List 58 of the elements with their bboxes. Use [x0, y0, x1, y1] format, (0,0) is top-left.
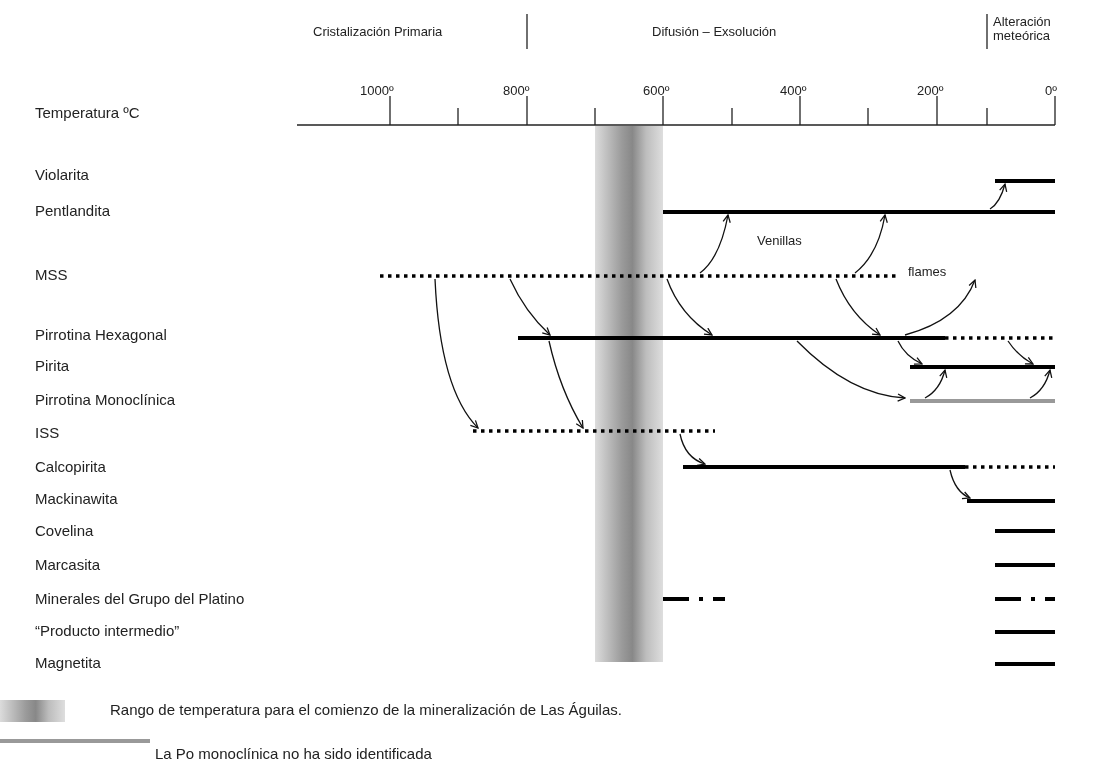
mineral-name: Covelina [35, 522, 94, 539]
mineral-name: Pirita [35, 357, 70, 374]
range-bar [995, 562, 1055, 568]
phase-title: Difusión – Exsolución [652, 23, 777, 40]
arrow [854, 214, 888, 274]
mineral-name: Magnetita [35, 654, 101, 671]
mineral-name: Minerales del Grupo del Platino [35, 590, 245, 607]
mineral-name: ISS [35, 424, 60, 441]
range-bar [995, 178, 1055, 184]
arrow [835, 278, 881, 336]
mineral-name: Marcasita [35, 556, 101, 573]
arrow [434, 278, 479, 429]
arrow [1007, 340, 1034, 365]
phase-title: Alteración meteórica [993, 15, 1052, 43]
legend-text: La Po monoclínica no ha sido identificada [155, 745, 432, 762]
arrow [1029, 369, 1053, 399]
tick-label: 800º [503, 82, 530, 99]
mineral-name: Pirrotina Monoclínica [35, 391, 176, 408]
mineral-name: Mackinawita [35, 490, 118, 507]
arrow [904, 279, 977, 336]
text-label: Venillas [757, 232, 802, 249]
arrow [897, 340, 923, 365]
range-bar [518, 335, 1055, 341]
arrow [699, 214, 731, 274]
mineral-name: MSS [35, 266, 68, 283]
arrow [796, 340, 906, 402]
range-bar [967, 498, 1055, 504]
mineral-name: Pentlandita [35, 202, 111, 219]
tick-label: 0º [1045, 82, 1057, 99]
text-label: flames [908, 263, 947, 280]
arrow [989, 183, 1008, 210]
range-bar [995, 629, 1055, 635]
arrow [949, 469, 971, 499]
mineral-name: Calcopirita [35, 458, 106, 475]
mineral-name: Pirrotina Hexagonal [35, 326, 167, 343]
range-bar [473, 428, 715, 434]
tick-label: 200º [917, 82, 944, 99]
mineral-name: Violarita [35, 166, 89, 183]
range-bar [995, 661, 1055, 667]
range-bar [910, 398, 1055, 404]
arrow [666, 278, 713, 336]
range-bar [995, 596, 1055, 602]
phase-title: Cristalización Primaria [313, 23, 443, 40]
mineral-name: “Producto intermedio” [35, 622, 180, 639]
range-bar [910, 364, 1055, 370]
tick-label: 600º [643, 82, 670, 99]
arrow [679, 433, 706, 466]
tick-label: 1000º [360, 82, 394, 99]
arrow [924, 369, 948, 399]
range-bar [683, 464, 1055, 470]
tick-label: 400º [780, 82, 807, 99]
arrow [509, 278, 551, 336]
axis-title: Temperatura ºC [35, 104, 140, 121]
legend-text: Rango de temperatura para el comienzo de la mineralización de Las Águilas. [110, 701, 622, 718]
temperature-range-band [595, 126, 663, 662]
arrow [548, 340, 584, 429]
range-bar [663, 209, 1055, 215]
range-bar [995, 528, 1055, 534]
